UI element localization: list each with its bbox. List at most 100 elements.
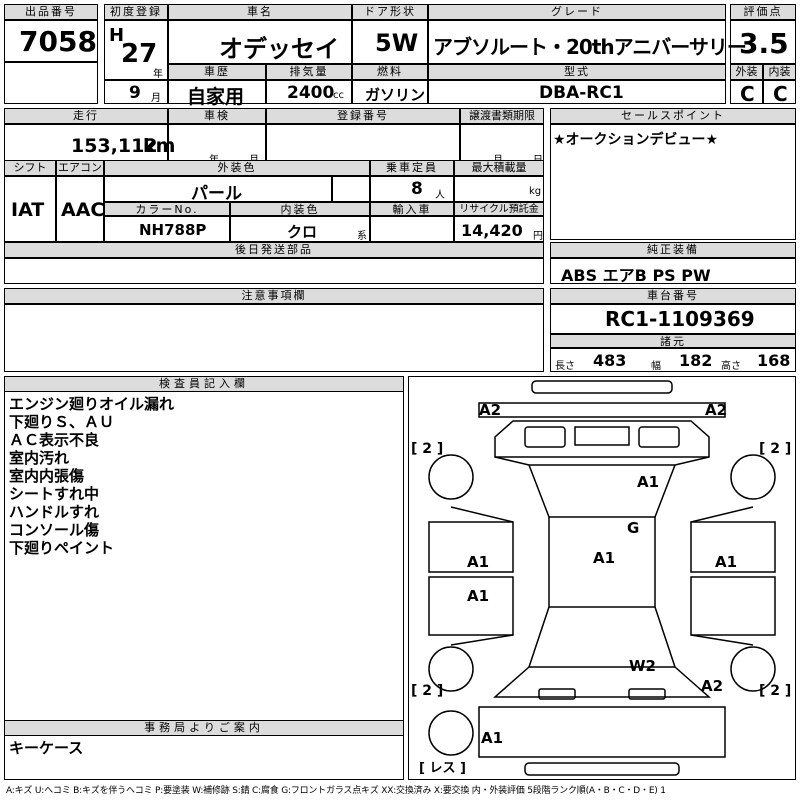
displacement: 2400 xyxy=(287,83,335,103)
sales-point: ★オークションデビュー★ xyxy=(553,132,719,148)
car-name: オデッセイ xyxy=(219,35,339,63)
max-load-label: 最大積載量 xyxy=(454,160,544,176)
recycle-cell: 14,420 円 xyxy=(454,216,544,242)
inspector-note: エンジン廻りオイル漏れ xyxy=(9,395,175,413)
interior-grade: C xyxy=(773,82,788,106)
lot-cell: 7058 xyxy=(4,20,98,62)
month-unit: 月 xyxy=(151,93,161,104)
exterior-cell: C xyxy=(730,80,763,106)
door-label: ドア形状 xyxy=(352,4,428,20)
model-label: 型式 xyxy=(428,64,726,80)
sales-label: セールスポイント xyxy=(550,108,796,124)
mark-hood: A1 xyxy=(637,473,660,491)
color-no: NH788P xyxy=(139,221,207,239)
grade-cell: アブソルート・20thアニバーサリー xyxy=(428,20,747,64)
aircon-cell: AAC xyxy=(56,176,104,242)
spec-label: 諸元 xyxy=(550,334,796,348)
first-reg-year-cell: H 27 年 xyxy=(104,20,168,80)
mark-front-left: A2 xyxy=(479,401,502,419)
equipment: ABS エアB PS PW xyxy=(561,266,711,285)
chassis: RC1-1109369 xyxy=(605,307,755,331)
equipment-cell: ABS エアB PS PW xyxy=(550,258,796,285)
mark-roof: A1 xyxy=(593,549,616,567)
aircon: AAC xyxy=(61,199,105,221)
inspector-note: 下廻りＳ、ＡＵ xyxy=(9,413,115,431)
chassis-cell: RC1-1109369 xyxy=(550,304,796,334)
recycle-unit: 円 xyxy=(533,231,543,242)
caution-cell xyxy=(4,304,544,372)
length-label: 長さ xyxy=(555,361,575,372)
first-reg-label: 初度登録 xyxy=(104,4,168,20)
inspector-note: ハンドルすれ xyxy=(9,503,100,521)
era: H xyxy=(109,25,125,46)
width-label: 幅 xyxy=(651,361,661,372)
mark-tire-fr: [ 2 ] xyxy=(759,441,792,457)
inspector-note: コンソール傷 xyxy=(9,521,100,539)
mileage-label: 走行 xyxy=(4,108,168,124)
history-label: 車歴 xyxy=(168,64,266,80)
capacity: 8 xyxy=(411,179,423,199)
exterior-grade: C xyxy=(740,82,755,106)
length: 483 xyxy=(593,351,627,370)
mark-spare: [ レス ] xyxy=(419,761,466,776)
capacity-unit: 人 xyxy=(435,190,445,201)
mark-rear-bumper: A1 xyxy=(481,729,504,747)
chassis-block: 車台番号 RC1-1109369 諸元 長さ 483 幅 182 高さ 168 xyxy=(550,288,796,372)
vehicle-detail-block: 走行 153,112 km 車検 年 月 登録番号 譲渡書類期限 月 日 シフト… xyxy=(4,108,544,284)
int-color-cell: クロ 系 xyxy=(230,216,370,242)
office-note: キーケース xyxy=(9,739,84,757)
fuel: ガソリン xyxy=(365,86,426,104)
mark-left-door-rear: A1 xyxy=(467,587,490,605)
damage-diagram: A2 A2 [ 2 ] [ 2 ] A1 G A1 A1 A1 A1 W2 A2… xyxy=(408,376,796,780)
inspection-label: 車検 xyxy=(168,108,266,124)
shift-label: シフト xyxy=(4,160,56,176)
int-color-label: 内装色 xyxy=(230,202,370,216)
spec-cell: 長さ 483 幅 182 高さ 168 xyxy=(550,348,796,372)
reg-month: 9 xyxy=(129,83,141,103)
mileage: 153,112 xyxy=(71,135,158,157)
history-cell: 自家用 xyxy=(168,80,266,108)
reg-no-label: 登録番号 xyxy=(266,108,460,124)
later-parts-cell xyxy=(4,258,544,284)
model: DBA-RC1 xyxy=(539,83,624,103)
shift: IAT xyxy=(11,199,45,221)
sales-cell: ★オークションデビュー★ xyxy=(550,124,796,240)
recycle: 14,420 xyxy=(461,221,523,240)
inspector-note: 下廻りペイント xyxy=(9,539,115,557)
grade-label: グレード xyxy=(428,4,726,20)
chassis-label: 車台番号 xyxy=(550,288,796,304)
color-no-cell: NH788P xyxy=(104,216,230,242)
int-color: クロ xyxy=(287,223,318,241)
width: 182 xyxy=(679,351,713,370)
int-color-unit: 系 xyxy=(357,231,367,242)
height-label: 高さ xyxy=(721,361,741,372)
door-cell: 5W xyxy=(352,20,428,64)
shift-cell: IAT xyxy=(4,176,56,242)
inspector-note: ＡＣ表示不良 xyxy=(9,431,100,449)
mark-windshield: G xyxy=(627,519,640,537)
grade: アブソルート・20thアニバーサリー xyxy=(433,35,747,59)
mark-front-right: A2 xyxy=(705,401,728,419)
import-label: 輸入車 xyxy=(370,202,454,216)
ext-color-extra xyxy=(332,176,370,202)
mark-tire-rr: [ 2 ] xyxy=(759,683,792,699)
mark-right-door-front: A1 xyxy=(715,553,738,571)
score-label: 評価点 xyxy=(730,4,796,20)
max-load-cell: kg xyxy=(454,176,544,202)
mark-rear-right: A2 xyxy=(701,677,724,695)
legend: A:キズ U:ヘコミ B:キズを伴うヘコミ P:要塗装 W:補修跡 S:錆 C:… xyxy=(6,786,666,796)
car-name-cell: オデッセイ xyxy=(168,20,352,64)
mileage-unit: km xyxy=(143,135,176,157)
office-block: 事務局よりご案内 キーケース xyxy=(4,720,404,780)
displacement-cell: 2400 cc xyxy=(266,80,352,104)
history: 自家用 xyxy=(187,86,245,108)
year-unit: 年 xyxy=(153,69,163,80)
height: 168 xyxy=(757,351,791,370)
mark-rear-glass: W2 xyxy=(629,657,656,675)
caution-label: 注意事項欄 xyxy=(4,288,544,304)
car-name-label: 車名 xyxy=(168,4,352,20)
ext-color-cell: パール xyxy=(104,176,332,204)
fuel-cell: ガソリン xyxy=(352,80,428,104)
